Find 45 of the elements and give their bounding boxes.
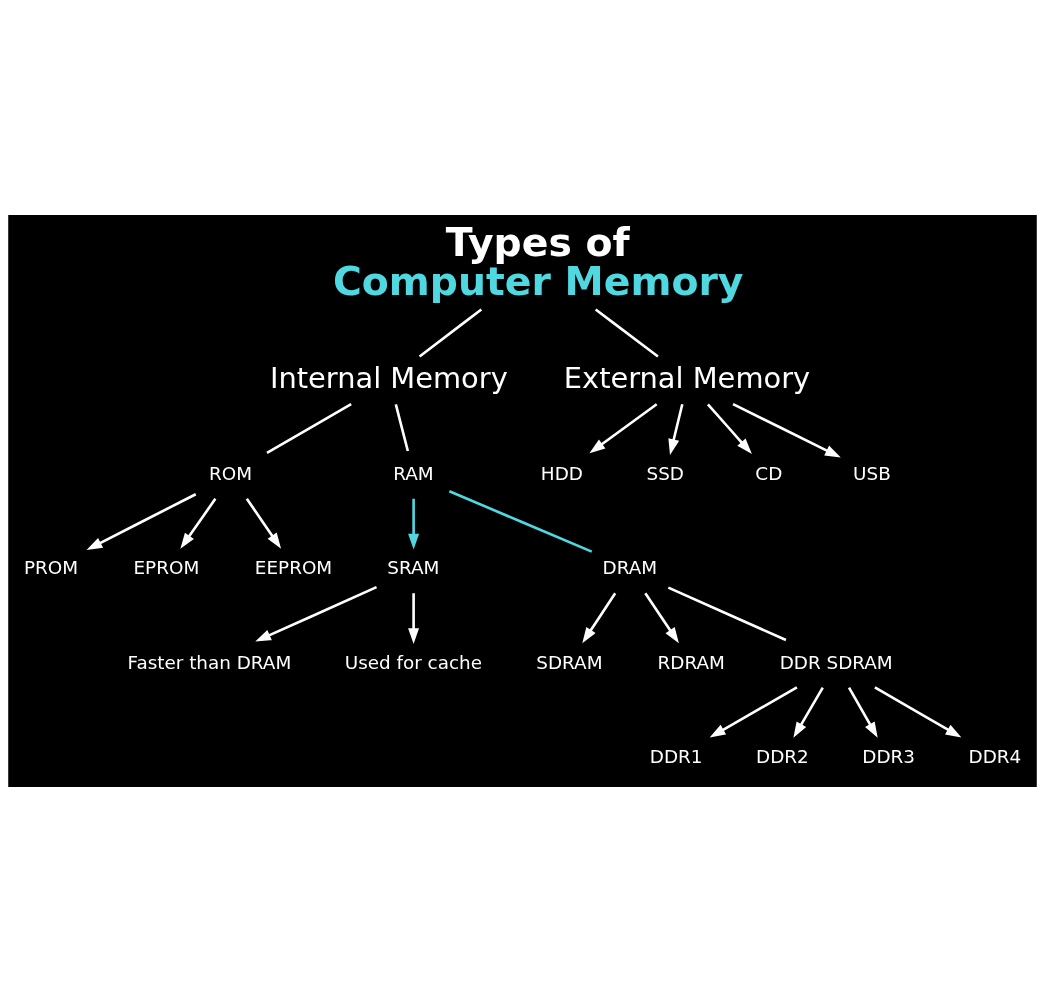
connector bbox=[418, 307, 483, 358]
connector bbox=[594, 307, 659, 358]
node-text: DRAM bbox=[602, 556, 658, 578]
arrow bbox=[874, 685, 962, 737]
arrow bbox=[180, 497, 217, 549]
node-text: DDR4 bbox=[968, 745, 1022, 767]
arrow bbox=[644, 592, 679, 643]
node-text: SSD bbox=[646, 462, 684, 484]
arrow bbox=[709, 685, 798, 737]
arrow bbox=[793, 686, 824, 738]
node-text: Types of Computer Memory bbox=[332, 218, 744, 304]
arrow bbox=[408, 498, 420, 549]
node-text: Internal Memory bbox=[269, 360, 508, 395]
node-text: DDR1 bbox=[649, 745, 703, 767]
connector bbox=[394, 403, 410, 451]
node-text: SDRAM bbox=[536, 651, 603, 673]
node-text: HDD bbox=[540, 462, 583, 484]
node-text: USB bbox=[853, 462, 891, 484]
node-text: External Memory bbox=[563, 360, 811, 395]
connector bbox=[448, 489, 593, 553]
arrow bbox=[668, 403, 684, 455]
node-text: EEPROM bbox=[254, 556, 333, 578]
arrow bbox=[86, 492, 197, 550]
node-text: ROM bbox=[208, 462, 253, 484]
arrow bbox=[732, 402, 841, 458]
arrow bbox=[582, 592, 617, 643]
arrow bbox=[245, 497, 282, 549]
arrow bbox=[706, 402, 752, 454]
node-text: PROM bbox=[23, 556, 79, 578]
node-text: CD bbox=[755, 462, 783, 484]
arrow bbox=[255, 585, 378, 642]
arrow bbox=[408, 592, 420, 644]
node-text: DDR SDRAM bbox=[779, 651, 893, 673]
connector bbox=[667, 585, 787, 641]
node-text: Used for cache bbox=[344, 651, 482, 673]
node-text: Faster than DRAM bbox=[127, 651, 292, 673]
connector bbox=[266, 402, 352, 454]
node-text: RDRAM bbox=[657, 651, 725, 673]
node-text: RAM bbox=[393, 462, 434, 484]
node-text: DDR2 bbox=[756, 745, 809, 767]
node-text: EPROM bbox=[133, 556, 200, 578]
arrow bbox=[589, 402, 658, 453]
node-text: DDR3 bbox=[862, 745, 916, 767]
arrow bbox=[847, 686, 878, 738]
node-text: SRAM bbox=[387, 556, 440, 578]
